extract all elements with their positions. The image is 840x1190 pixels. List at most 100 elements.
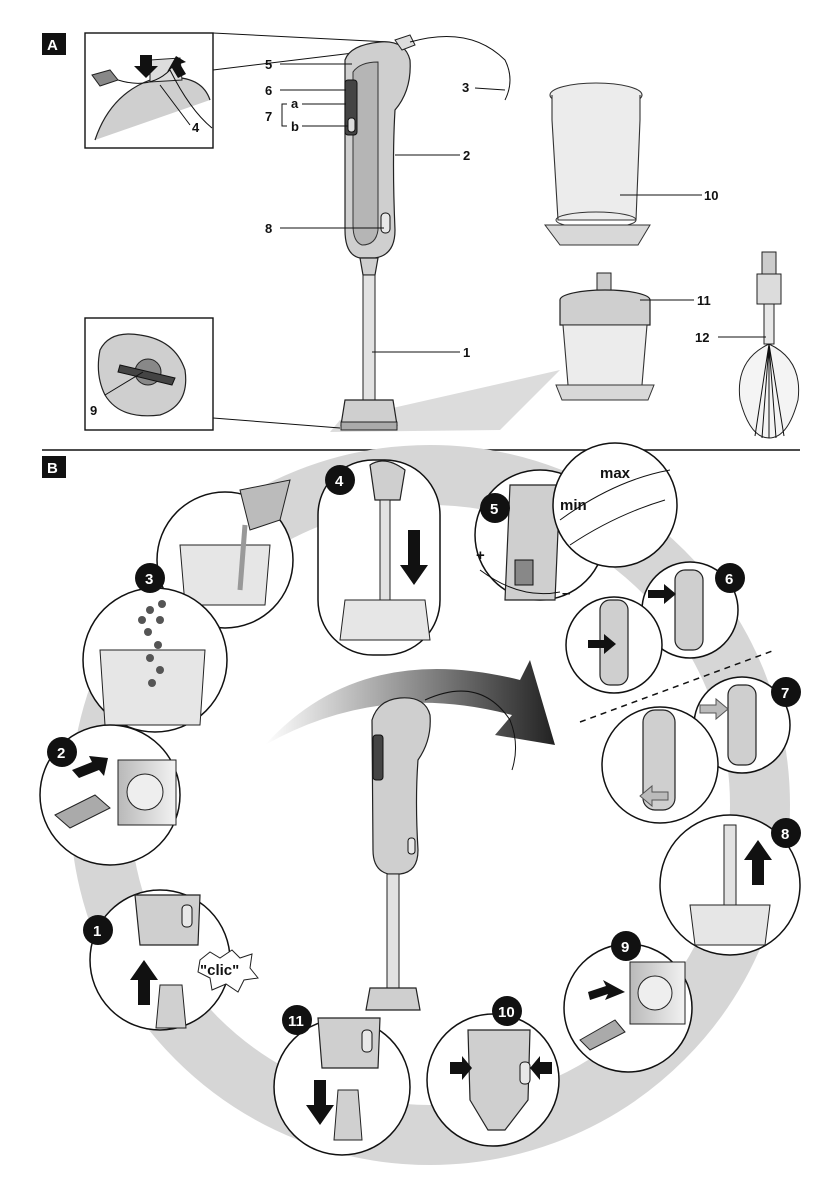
step-number-4: 4 — [335, 473, 344, 490]
step3-pour — [237, 524, 248, 591]
blade-guard — [340, 399, 398, 426]
center-release-button — [407, 837, 416, 855]
step-badge-2 — [47, 737, 77, 767]
section-b: B 3 — [39, 442, 801, 1165]
chopper-lid — [559, 300, 651, 326]
chopper-base — [555, 384, 655, 401]
center-shaft — [386, 873, 400, 990]
step11-shaft-collar — [333, 1089, 363, 1141]
step-number-6: 6 — [725, 571, 733, 588]
step9-socket-face — [637, 975, 673, 1011]
center-cable — [424, 690, 516, 771]
step3-cup — [179, 544, 271, 606]
step5-adjust-arrow — [479, 569, 561, 595]
center-blender — [365, 690, 516, 1011]
blender-shaft — [362, 274, 376, 401]
step6-panel-a — [674, 569, 704, 651]
part-label-11: 11 — [697, 293, 711, 308]
arrow-up-icon — [744, 840, 772, 885]
leader-4 — [159, 84, 191, 126]
step2-socket-face — [126, 773, 164, 811]
arrow-left-icon — [639, 784, 669, 808]
center-blade-guard — [365, 987, 421, 1011]
arrow-up-icon — [130, 960, 158, 1005]
section-a-badge — [42, 33, 66, 55]
arrow-down-icon — [306, 1080, 334, 1125]
separator-dashed — [579, 649, 776, 723]
step-number-10: 10 — [498, 1004, 515, 1021]
part-label-4: 4 — [192, 120, 200, 135]
power-cable — [409, 36, 511, 101]
step5-minus: – — [562, 585, 570, 602]
step-badge-4 — [325, 465, 355, 495]
part-label-2: 2 — [463, 148, 470, 163]
step8-beaker — [689, 904, 771, 946]
center-blender-body — [371, 697, 431, 875]
beaker-base — [544, 224, 651, 246]
arrow-right-icon — [72, 756, 108, 778]
arrow-right-icon — [588, 634, 616, 654]
step-badge-8 — [771, 818, 801, 848]
part-label-8: 8 — [265, 221, 272, 236]
whisk-wires — [754, 343, 785, 439]
step5-max-label: max — [600, 465, 631, 482]
part-label-6: 6 — [265, 83, 272, 98]
arrow-diagonal-icon — [167, 56, 186, 78]
step-badge-10 — [492, 996, 522, 1026]
part-label-3: 3 — [462, 80, 469, 95]
cable-hook — [394, 34, 416, 51]
step3-jug — [239, 479, 291, 531]
inset-cable — [117, 69, 213, 129]
beaker-body — [551, 95, 641, 221]
step11-button — [361, 1029, 373, 1053]
part-label-12: 12 — [695, 330, 709, 345]
step-number-3: 3 — [145, 571, 153, 588]
center-speed-panel — [372, 734, 384, 781]
part-label-5: 5 — [265, 57, 272, 72]
step-badge-3 — [135, 563, 165, 593]
step1-click-text: "clic" — [200, 962, 239, 979]
arrow-down-icon — [134, 55, 158, 78]
step1-button — [181, 904, 193, 928]
step5-min-label: min — [560, 497, 587, 514]
bracket-7 — [281, 103, 287, 127]
part-label-1: 1 — [463, 345, 470, 360]
release-button — [380, 212, 391, 234]
section-a: A 4 5 6 — [42, 32, 800, 439]
part-label-10: 10 — [704, 188, 718, 203]
whisk-stem — [763, 303, 775, 345]
step10-handle — [467, 1029, 531, 1131]
turbo-button — [347, 117, 356, 133]
step-number-7: 7 — [781, 685, 789, 702]
whisk-gearbox — [756, 273, 782, 305]
inset-link-line — [212, 417, 341, 429]
step5-plus: + — [476, 547, 485, 564]
step1-shaft-collar — [155, 984, 187, 1029]
arrow-down-icon — [400, 530, 428, 585]
step5-dial — [514, 559, 534, 586]
step-badge-11 — [282, 1005, 312, 1035]
step-number-5: 5 — [490, 501, 498, 518]
leader-9 — [104, 371, 144, 396]
arrow-right-icon — [648, 584, 676, 604]
step2-plug — [54, 794, 111, 829]
step-number-9: 9 — [621, 939, 629, 956]
whisk-coupling — [761, 251, 777, 275]
step7-panel-b — [642, 709, 676, 811]
step9-plug — [579, 1019, 626, 1051]
arrow-right-icon — [450, 1056, 472, 1080]
step-number-1: 1 — [93, 923, 101, 940]
part-label-7a: a — [291, 96, 299, 111]
arrow-right-icon — [699, 697, 729, 721]
blender-body-front — [352, 61, 379, 246]
inset-link-line — [212, 32, 391, 43]
step3-bowl — [99, 649, 206, 726]
arrow-left-icon — [530, 1056, 552, 1080]
beaker — [544, 82, 651, 246]
step-number-8: 8 — [781, 826, 789, 843]
leader-3 — [474, 87, 506, 91]
step4-beaker — [339, 599, 431, 641]
step3-particles — [138, 600, 166, 687]
step-badge-5 — [480, 493, 510, 523]
